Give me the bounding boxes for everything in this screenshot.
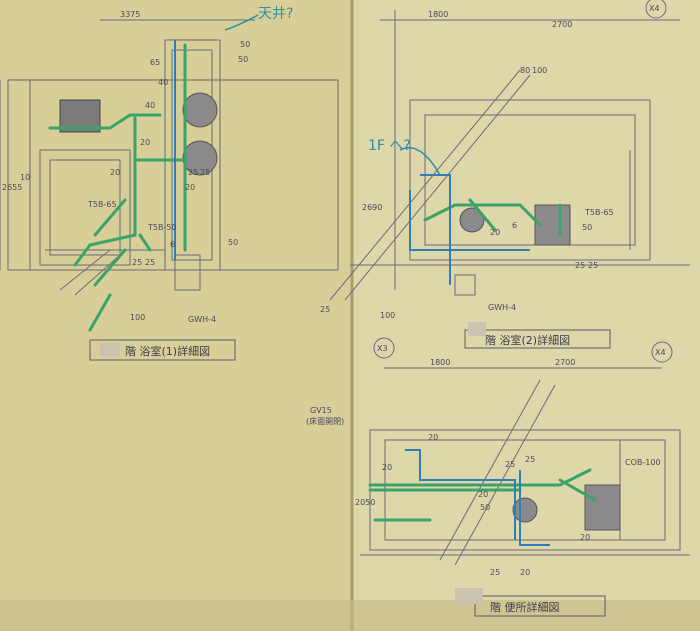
left-title-box (89, 339, 236, 361)
left-dim-l: 25 (132, 258, 142, 267)
left-dim-e: 40 (158, 78, 168, 87)
left-dim-b: 50 (238, 55, 248, 64)
rt-gwh-tag: GWH-4 (488, 303, 516, 312)
left-green-pipes (48, 43, 187, 332)
left-dim-a: 50 (240, 40, 250, 49)
rt-dim-25b: 25 (588, 261, 598, 270)
rt-dim-2700: 2700 (552, 20, 572, 29)
rt-dim-6: 6 (512, 221, 517, 230)
rt-dim-25a: 25 (575, 261, 585, 270)
left-dim-g: 25 (200, 168, 210, 177)
rb-title-box (474, 595, 606, 617)
right-top-fixture (459, 207, 485, 233)
left-gwh-tag: GWH-4 (188, 315, 216, 324)
left-tag-t5b50: T5B-50 (147, 223, 177, 232)
rb-grid-x3: X3 (377, 344, 388, 353)
rb-blue-pipes (405, 449, 550, 546)
left-fixture-1 (182, 92, 218, 128)
rb-toilet (584, 484, 621, 531)
rb-green-pipes (368, 468, 597, 522)
left-dim-k: 20 (140, 138, 150, 147)
left-title-redaction (100, 343, 120, 357)
rt-title-redaction (468, 322, 486, 336)
left-dim-width: 3375 (120, 10, 140, 19)
rb-grid-x4: X4 (655, 348, 666, 357)
handwritten-ceiling-note: 天井? (258, 6, 293, 22)
rb-dim-25b: 25 (525, 455, 535, 464)
left-dim-o: 50 (228, 238, 238, 247)
right-top-green-pipes (423, 198, 562, 237)
left-dim-height: 2655 (2, 183, 22, 192)
rb-dim-height: 2050 (355, 498, 375, 507)
rt-dim-height: 2690 (362, 203, 382, 212)
note-arrow-middle (399, 147, 441, 176)
right-bottom-plan (360, 337, 690, 566)
rt-dim-20: 20 (490, 228, 500, 237)
left-dim-m: 25 (145, 258, 155, 267)
rb-tag-gv15: GV15 (310, 406, 332, 415)
rb-dim-25c: 25 (490, 568, 500, 577)
rb-dim-20e: 20 (580, 533, 590, 542)
rt-dim-80: 80 (520, 66, 530, 75)
rt-grid-label: X4 (649, 4, 660, 13)
left-dim-i: 10 (20, 173, 30, 182)
rt-title-box (464, 329, 611, 349)
right-top-plan (329, 0, 690, 301)
rt-dim-50: 50 (582, 223, 592, 232)
left-dim-n: 6 (170, 240, 175, 249)
rb-dim-20c: 20 (382, 463, 392, 472)
rt-dim-100: 100 (532, 66, 547, 75)
rb-dim-25a: 25 (505, 460, 515, 469)
rb-tag-cob100: COB-100 (625, 458, 661, 467)
rb-tag-floor: (床面開閉) (306, 416, 344, 426)
rb-dim-20b: 20 (478, 490, 488, 499)
left-dim-f: 25 (188, 168, 198, 177)
right-page (352, 0, 700, 631)
rt-dim-25c: 25 (320, 305, 330, 314)
rt-tag-t5b65: T5B-65 (584, 208, 614, 217)
rt-dim-1800: 1800 (428, 10, 448, 19)
rb-dim-20a: 20 (428, 433, 438, 442)
left-plan-title: 階 浴室(1)詳細図 (125, 344, 210, 358)
rb-title-redaction (455, 588, 483, 604)
rb-dim-50: 50 (480, 503, 490, 512)
handwritten-1f-note: 1F へ? (368, 138, 411, 154)
left-dim-j: 20 (110, 168, 120, 177)
rb-dim-1800: 1800 (430, 358, 450, 367)
left-tag-t5b65: T5B-65 (87, 200, 117, 209)
left-dim-c: 65 (150, 58, 160, 67)
rt-plan-title: 階 浴室(2)詳細図 (485, 333, 570, 347)
left-dim-d: 40 (145, 101, 155, 110)
rt-dim-100b: 100 (380, 311, 395, 320)
left-dim-h: 20 (185, 183, 195, 192)
note-arrow-top (224, 14, 259, 31)
rb-plan-title: 階 便所詳細図 (490, 600, 560, 614)
right-top-blue-pipes (409, 174, 530, 285)
left-dim-p: 100 (130, 313, 145, 322)
left-fixture-2 (182, 140, 218, 176)
rb-dim-2700: 2700 (555, 358, 575, 367)
rb-fixture-1 (512, 497, 538, 523)
rb-dim-20d: 20 (520, 568, 530, 577)
